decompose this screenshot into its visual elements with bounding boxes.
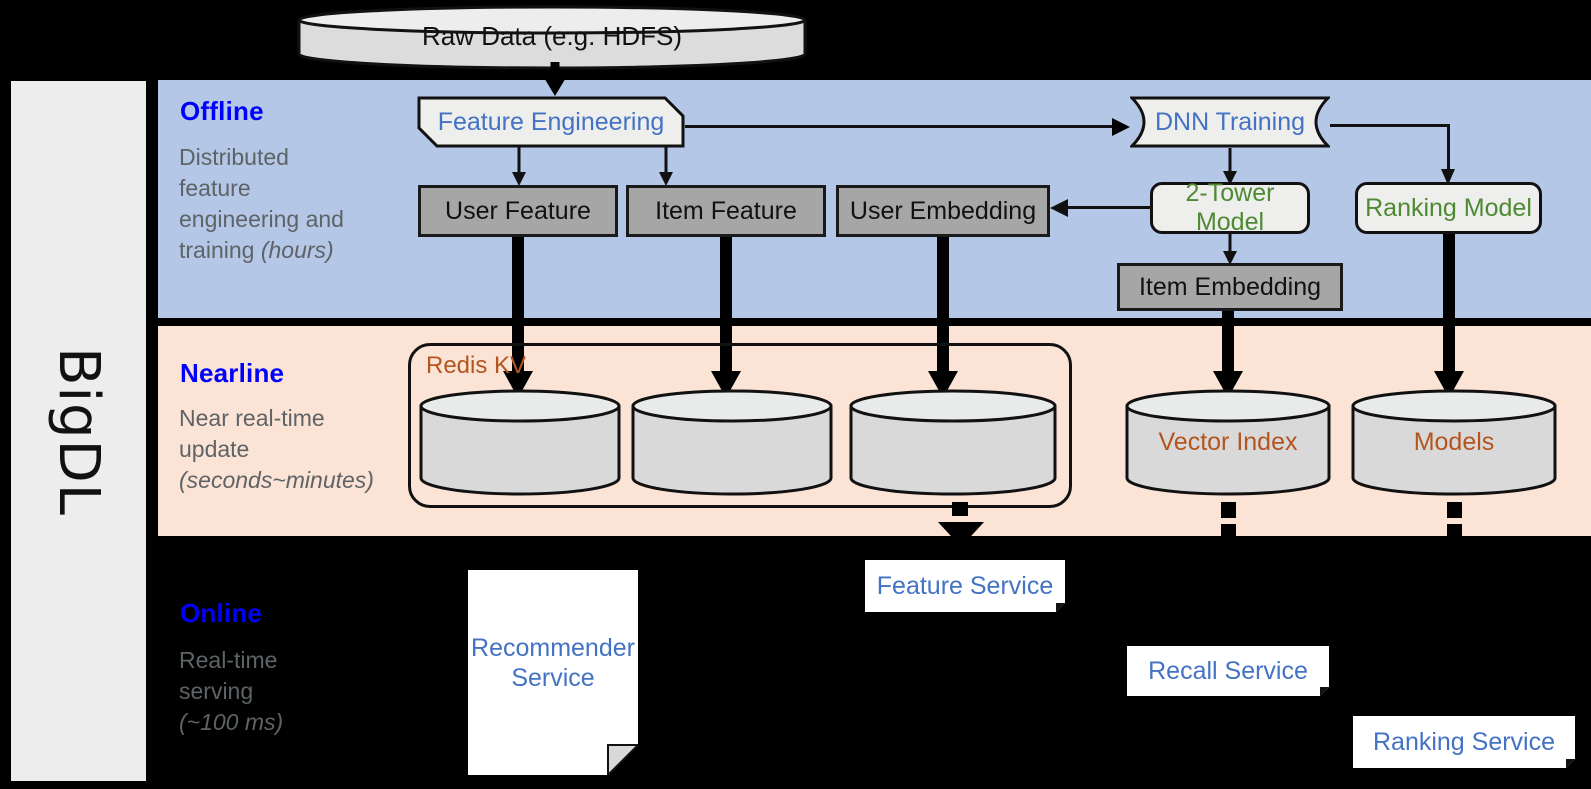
two-tower-model-node[interactable]: 2-Tower Model [1150,179,1310,236]
arrowhead-pipe-item-embedding [1210,365,1246,399]
dash-recall-service-2 [1221,524,1236,540]
arrowhead-dnn-to-ranking [1437,162,1459,186]
stage-title-online: Online [180,598,263,628]
edge-twotower-to-user-embedding [1066,206,1152,209]
item-feature-node[interactable]: Item Feature [626,185,826,237]
arrowhead-to-feature-service [936,518,986,548]
pipe-ranking-model [1443,234,1455,385]
arrowhead-fe-to-dnn [1108,114,1132,140]
stage-desc-online: Real-time serving (~100 ms) [179,645,394,738]
redis-store-3-cylinder[interactable] [848,389,1058,497]
arrow-twotower-to-item-embedding [1219,234,1241,266]
user-feature-label: User Feature [445,196,591,225]
item-embedding-label: Item Embedding [1138,272,1322,301]
offline-desc-l2: feature [179,175,251,201]
arrowhead-pipe-user-feature [500,365,536,399]
nearline-desc-l2: update [179,436,250,462]
item-feature-label: Item Feature [655,196,797,225]
arrow-fe-to-item-feature [655,147,677,187]
vector-index-cylinder[interactable] [1124,389,1332,497]
models-cylinder[interactable] [1350,389,1558,497]
pipe-item-feature [720,237,732,385]
recommender-service-node[interactable] [468,570,638,775]
edge-dnn-to-ranking-h [1330,124,1450,127]
stage-title-offline: Offline [180,96,264,126]
offline-desc-l3: engineering and [179,206,344,232]
pipe-user-embedding [937,237,949,385]
stage-title-nearline: Nearline [180,358,285,388]
arrow-fe-to-user-feature [508,147,530,187]
arrow-dnn-to-two-tower [1219,148,1241,186]
edge-fe-to-dnn [685,125,1115,128]
stage-desc-offline: Distributed feature engineering and trai… [179,142,394,266]
online-desc-l1: Real-time [179,647,278,673]
offline-desc-l1: Distributed [179,144,289,170]
dash-ranking-service-2 [1447,524,1462,540]
dnn-training-node[interactable] [1130,96,1330,148]
arrowhead-pipe-ranking-model [1431,365,1467,399]
item-embedding-node[interactable]: Item Embedding [1117,263,1343,311]
bigdl-label: BigDL [46,346,111,516]
arrowhead-pipe-item-feature [708,365,744,399]
nearline-desc-l1: Near real-time [179,405,325,431]
feature-service-node[interactable] [865,560,1065,612]
arrowhead-pipe-user-embedding [925,365,961,399]
stage-desc-nearline: Near real-time update (seconds~minutes) [179,403,414,496]
online-desc-italic: (~100 ms) [179,709,284,735]
feature-engineering-node[interactable] [417,96,685,148]
nearline-desc-italic: (seconds~minutes) [179,467,374,493]
ranking-model-label: Ranking Model [1365,193,1532,222]
pipe-item-embedding [1222,311,1234,385]
redis-store-1-cylinder[interactable] [418,389,622,497]
redis-store-2-cylinder[interactable] [630,389,834,497]
ranking-model-node[interactable]: Ranking Model [1355,182,1542,234]
two-tower-model-label: 2-Tower Model [1185,179,1275,236]
arrow-rawdata-to-feature-engineering [540,62,570,98]
offline-desc-l4: training [179,237,261,263]
arrowhead-twotower-to-user-embedding [1048,196,1072,220]
online-desc-l2: serving [179,678,254,704]
dash-ranking-service-1 [1447,502,1462,518]
dash-recall-service-1 [1221,502,1236,518]
redis-kv-group [408,343,1072,508]
offline-desc-italic: (hours) [260,237,334,263]
raw-data-cylinder [296,4,808,70]
dash-feature-service-1 [952,502,968,516]
recall-service-node[interactable] [1127,646,1329,696]
ranking-service-node[interactable] [1353,716,1575,768]
redis-kv-label: Redis KV [426,352,527,379]
pipe-user-feature [512,237,524,385]
user-embedding-node[interactable]: User Embedding [836,185,1050,237]
user-embedding-label: User Embedding [849,196,1037,225]
bigdl-framework-rail: BigDL [8,78,149,784]
user-feature-node[interactable]: User Feature [418,185,618,237]
edge-dnn-to-ranking-v [1447,124,1450,172]
